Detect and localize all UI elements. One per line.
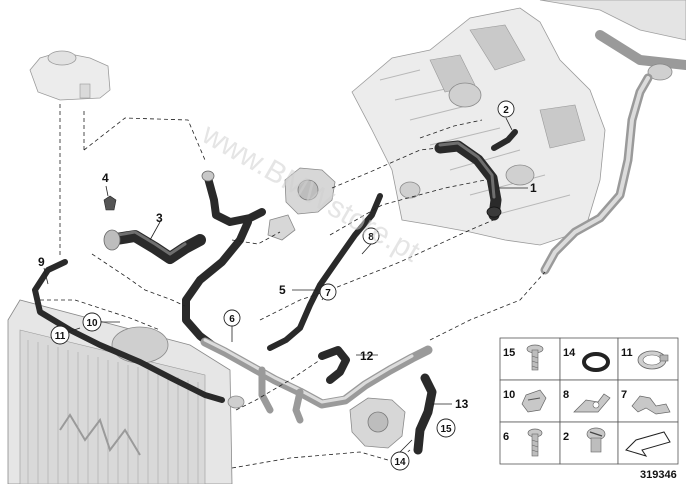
hose-clamp-icon [637, 350, 669, 370]
arrow-icon [625, 431, 671, 457]
callout-2-circle [497, 100, 515, 118]
legend-label-8: 8 [563, 389, 569, 401]
legend-label-10: 10 [503, 389, 515, 401]
callout-2: 2 [503, 105, 509, 116]
callout-10-circle [82, 312, 102, 332]
callout-1: 1 [530, 181, 537, 195]
bracket-icon [573, 393, 611, 413]
clip-icon [521, 389, 547, 413]
callout-6: 6 [229, 314, 235, 325]
callout-7-circle [319, 283, 337, 301]
engine-block [351, 7, 606, 246]
callout-13: 13 [455, 397, 469, 411]
callout-7: 7 [325, 288, 331, 299]
legend-label-14: 14 [563, 347, 576, 359]
legend-label-2: 2 [563, 431, 569, 443]
seal-ring-icon [582, 352, 610, 372]
legend-label-7: 7 [621, 389, 627, 401]
callout-4: 4 [102, 171, 109, 185]
upper-right-pipes [539, 0, 686, 275]
callout-8: 8 [368, 232, 374, 243]
bleed-screw [103, 195, 117, 211]
connection-lines [40, 104, 546, 469]
expansion-tank [29, 50, 111, 101]
legend-label-15: 15 [503, 347, 515, 359]
callout-9: 9 [38, 255, 45, 269]
diagram-number: 319346 [640, 469, 677, 481]
callout-5: 5 [279, 283, 286, 297]
electric-water-pump [349, 397, 406, 449]
callout-14-circle [390, 451, 410, 471]
callout-6-circle [223, 309, 241, 327]
callout-labels: 1 2 3 4 5 6 7 8 9 10 11 12 13 14 15 [38, 100, 537, 471]
callout-3: 3 [156, 211, 163, 225]
callout-11-circle [50, 325, 70, 345]
callout-11: 11 [55, 331, 66, 342]
callout-10: 10 [86, 318, 98, 329]
callout-8-circle [362, 227, 380, 245]
parts-legend-table: 15 14 11 10 8 7 6 [499, 337, 679, 465]
coolant-pipe [200, 337, 433, 424]
callout-15-circle [436, 418, 456, 438]
double-clip-icon [631, 395, 671, 415]
legend-label-11: 11 [621, 347, 633, 359]
legend-label-6: 6 [503, 431, 509, 443]
callout-14: 14 [394, 457, 406, 468]
thermostat-housing [267, 167, 336, 241]
hoses [32, 129, 518, 455]
callout-15: 15 [440, 424, 452, 435]
screw-icon [526, 344, 544, 371]
bolt-icon [527, 428, 543, 457]
radiator [7, 299, 245, 484]
callout-12: 12 [360, 349, 374, 363]
plug-screw-icon [586, 427, 606, 453]
